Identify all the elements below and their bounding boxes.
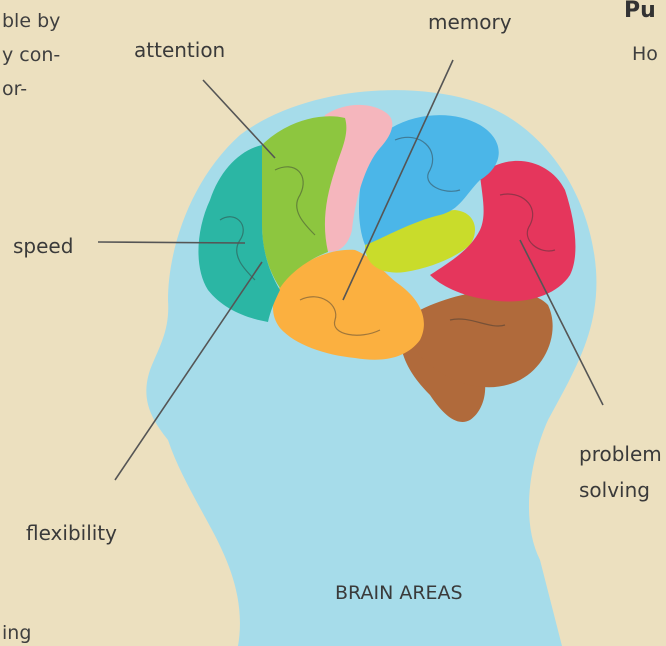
bg-heading-fragment: Pu <box>624 0 656 22</box>
label-memory: memory <box>428 12 512 32</box>
label-attention: attention <box>134 40 225 60</box>
bg-text-right: Ho <box>632 45 658 64</box>
label-problem-solving-line2: solving <box>579 480 650 500</box>
bg-text-line3: or- <box>2 80 27 99</box>
label-flexibility: flexibility <box>26 523 117 543</box>
label-speed: speed <box>13 236 73 256</box>
pointer-line-speed <box>98 242 245 243</box>
bg-text-line2: y con- <box>2 46 60 65</box>
bg-text-bottom: ing <box>2 624 31 643</box>
label-problem-solving-line1: problem <box>579 444 662 464</box>
diagram-footer-caption: BRAIN AREAS <box>335 584 463 603</box>
bg-text-line1: ble by <box>2 12 60 31</box>
